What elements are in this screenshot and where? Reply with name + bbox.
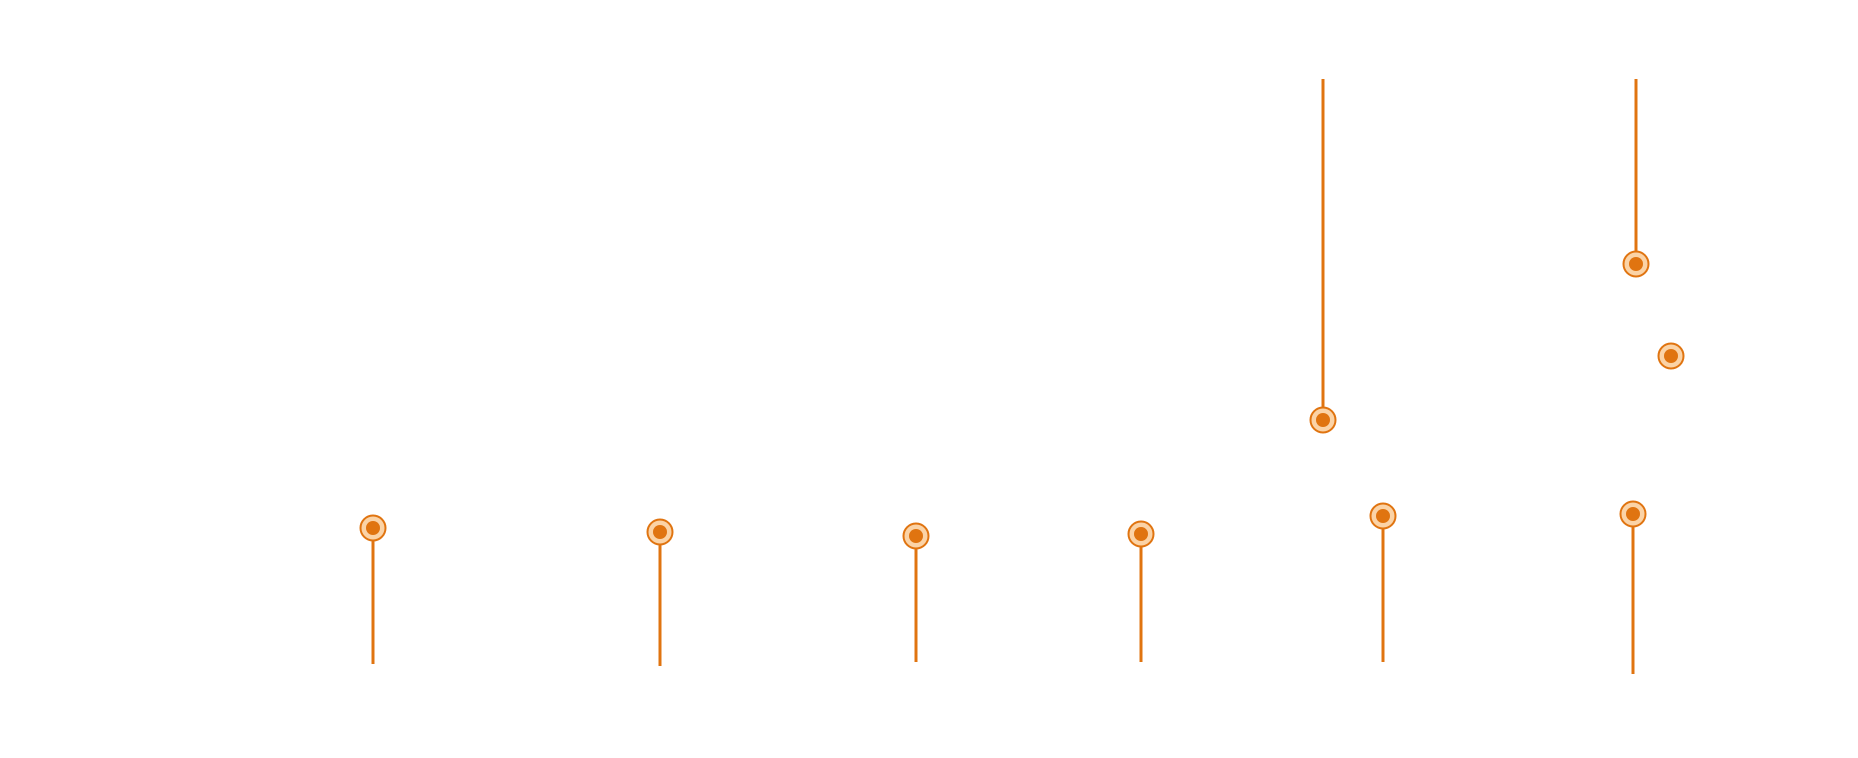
pin-marker-3[interactable] — [902, 522, 930, 663]
pin-dot — [1626, 507, 1640, 521]
pin-dot — [366, 521, 380, 535]
pin-marker-9[interactable] — [1657, 342, 1685, 370]
pin-marker-8[interactable] — [1622, 79, 1650, 278]
pin-dot — [1316, 413, 1330, 427]
pin-marker-5[interactable] — [1369, 502, 1397, 663]
pin-dot — [1629, 257, 1643, 271]
pin-dot — [653, 525, 667, 539]
pin-marker-6[interactable] — [1619, 500, 1647, 675]
pin-dot — [1134, 527, 1148, 541]
pin-dot — [1664, 349, 1678, 363]
pin-marker-1[interactable] — [359, 514, 387, 665]
pin-marker-7[interactable] — [1309, 79, 1337, 434]
pin-dot — [909, 529, 923, 543]
pin-marker-4[interactable] — [1127, 520, 1155, 663]
pin-dot — [1376, 509, 1390, 523]
marker-layer — [359, 79, 1685, 675]
pin-marker-2[interactable] — [646, 518, 674, 667]
